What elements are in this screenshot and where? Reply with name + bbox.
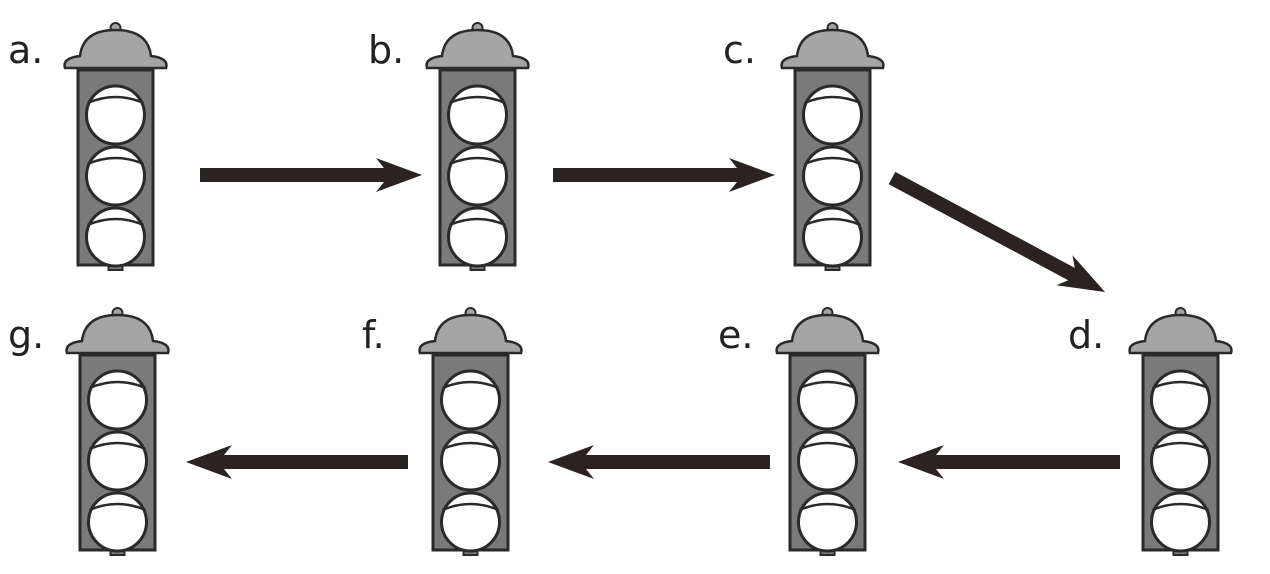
light-hood bbox=[780, 28, 885, 70]
middle-lamp bbox=[87, 430, 148, 492]
lamp-visor bbox=[1152, 380, 1209, 390]
middle-lamp bbox=[447, 145, 508, 207]
lamp-visor bbox=[804, 95, 861, 105]
arrow-b-to-c bbox=[553, 158, 775, 192]
lamp-visor bbox=[449, 95, 506, 105]
traffic-light-c bbox=[780, 22, 885, 271]
lamp-visor bbox=[89, 502, 146, 512]
light-hood bbox=[65, 313, 170, 355]
label-c: c. bbox=[723, 28, 756, 72]
lamp-visor bbox=[1152, 502, 1209, 512]
lamp-visor bbox=[804, 217, 861, 227]
lamp-visor bbox=[799, 502, 856, 512]
lamp-visor bbox=[87, 217, 144, 227]
top-lamp bbox=[797, 369, 858, 431]
lamp-visor bbox=[442, 502, 499, 512]
lamp-visor bbox=[449, 156, 506, 166]
label-g: g. bbox=[8, 313, 45, 357]
arrow-e-to-f bbox=[548, 445, 770, 479]
middle-lamp bbox=[85, 145, 146, 207]
top-lamp bbox=[85, 84, 146, 146]
lamp-visor bbox=[442, 441, 499, 451]
middle-lamp bbox=[802, 145, 863, 207]
label-d: d. bbox=[1068, 313, 1105, 357]
traffic-light-f bbox=[418, 307, 523, 556]
top-lamp bbox=[447, 84, 508, 146]
light-hood bbox=[63, 28, 168, 70]
lamp-visor bbox=[89, 380, 146, 390]
arrow-a-to-b bbox=[200, 158, 422, 192]
traffic-light-d bbox=[1128, 307, 1233, 556]
top-lamp bbox=[1150, 369, 1211, 431]
bottom-lamp bbox=[85, 206, 146, 268]
lamp-visor bbox=[442, 380, 499, 390]
arrow-d-to-e bbox=[898, 445, 1120, 479]
light-hood bbox=[425, 28, 530, 70]
middle-lamp bbox=[440, 430, 501, 492]
label-a: a. bbox=[8, 28, 44, 72]
top-lamp bbox=[87, 369, 148, 431]
traffic-light-e bbox=[775, 307, 880, 556]
lamp-visor bbox=[804, 156, 861, 166]
arrow-f-to-g bbox=[186, 445, 408, 479]
traffic-light-a bbox=[63, 22, 168, 271]
bottom-lamp bbox=[447, 206, 508, 268]
label-b: b. bbox=[368, 28, 405, 72]
middle-lamp bbox=[1150, 430, 1211, 492]
lamp-visor bbox=[449, 217, 506, 227]
bottom-lamp bbox=[440, 491, 501, 553]
lamp-visor bbox=[87, 156, 144, 166]
bottom-lamp bbox=[802, 206, 863, 268]
middle-lamp bbox=[797, 430, 858, 492]
light-hood bbox=[775, 313, 880, 355]
top-lamp bbox=[802, 84, 863, 146]
label-f: f. bbox=[362, 313, 385, 357]
lamp-visor bbox=[89, 441, 146, 451]
traffic-light-g bbox=[65, 307, 170, 556]
traffic-light-b bbox=[425, 22, 530, 271]
lamp-visor bbox=[87, 95, 144, 105]
arrow-c-to-d bbox=[888, 171, 1105, 292]
lamp-visor bbox=[799, 380, 856, 390]
bottom-lamp bbox=[1150, 491, 1211, 553]
bottom-lamp bbox=[797, 491, 858, 553]
light-hood bbox=[418, 313, 523, 355]
lamp-visor bbox=[799, 441, 856, 451]
lamp-visor bbox=[1152, 441, 1209, 451]
light-hood bbox=[1128, 313, 1233, 355]
bottom-lamp bbox=[87, 491, 148, 553]
label-e: e. bbox=[718, 313, 754, 357]
top-lamp bbox=[440, 369, 501, 431]
